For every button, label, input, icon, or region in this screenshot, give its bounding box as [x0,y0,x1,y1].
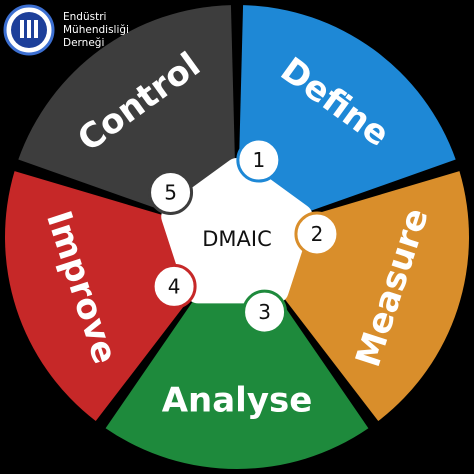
step-badge-2: 2 [294,211,340,257]
step-number-1: 1 [252,148,265,172]
organization-logo: Endüstri Mühendisliği Derneği [3,4,129,56]
step-number-5: 5 [164,180,177,204]
logo-line-1: Endüstri [63,11,106,23]
logo-line-2: Mühendisliği [63,24,129,36]
logo-line-3: Derneği [63,37,104,49]
step-number-4: 4 [168,274,181,298]
segment-label-analyse: Analyse [162,381,313,421]
center-label: DMAIC [202,227,272,251]
step-badge-1: 1 [236,137,282,183]
step-number-3: 3 [258,300,271,324]
step-number-2: 2 [311,222,324,246]
step-badge-4: 4 [151,263,197,309]
step-badge-5: 5 [148,169,194,215]
logo-bar-icon [20,20,24,38]
segment-analyse [105,242,369,469]
logo-bar-icon [27,20,31,38]
logo-bar-icon [34,20,38,38]
segment-define [237,5,456,235]
step-badge-3: 3 [242,289,288,335]
